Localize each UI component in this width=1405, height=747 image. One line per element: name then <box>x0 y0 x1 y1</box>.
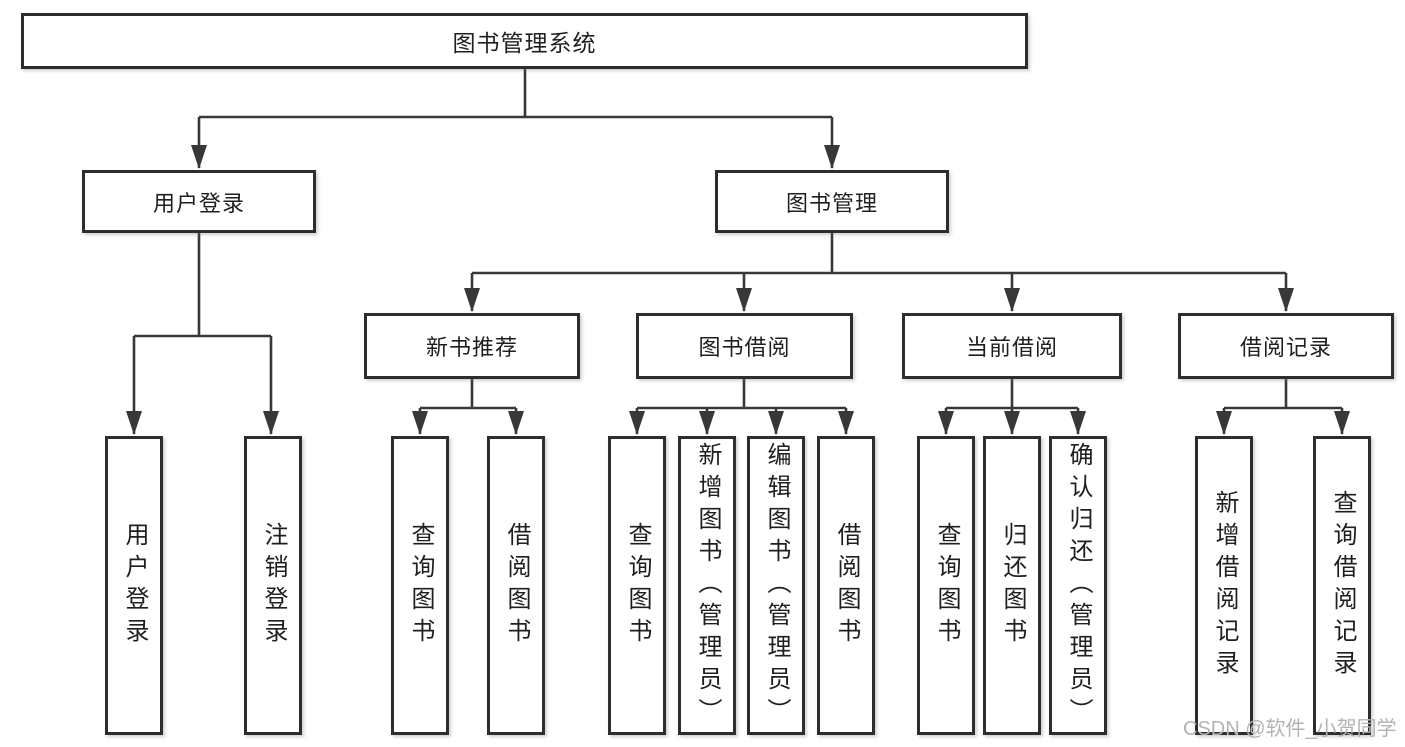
node-label: 新书推荐 <box>425 335 518 360</box>
leaf-borrow-books: 借阅图书 <box>817 436 875 735</box>
node-label: 图书借阅 <box>698 335 791 360</box>
leaf-add-books-admin: 新增图书（管理员） <box>678 436 736 735</box>
csdn-watermark: CSDN @软件_小贺同学 <box>1183 718 1397 740</box>
node-label: 新增图书（管理员） <box>694 441 721 730</box>
node-label: 借阅图书 <box>503 521 530 650</box>
node-label: 借阅记录 <box>1239 335 1332 360</box>
node-label: 确认归还（管理员） <box>1065 441 1092 730</box>
leaf-add-borrow-record: 新增借阅记录 <box>1195 436 1253 735</box>
leaf-query-books-borrow: 查询图书 <box>608 436 666 735</box>
node-label: 新增借阅记录 <box>1211 489 1238 682</box>
node-label: 用户登录 <box>121 521 148 650</box>
node-label: 用户登录 <box>152 190 245 216</box>
node-label: 查询图书 <box>407 521 434 650</box>
node-label: 借阅图书 <box>833 521 860 650</box>
node-label: 图书管理系统 <box>452 30 597 56</box>
node-label: 注销登录 <box>260 521 287 650</box>
leaf-confirm-return-admin: 确认归还（管理员） <box>1049 436 1107 735</box>
node-label: 查询图书 <box>933 521 960 650</box>
node-label: 查询借阅记录 <box>1329 489 1356 682</box>
leaf-return-books: 归还图书 <box>983 436 1041 735</box>
node-label: 图书管理 <box>785 190 878 216</box>
node-new-book-recommendation: 新书推荐 <box>364 313 580 379</box>
node-root-library-system: 图书管理系统 <box>21 13 1028 69</box>
node-label: 当前借阅 <box>965 335 1058 360</box>
leaf-logout: 注销登录 <box>244 436 302 735</box>
leaf-query-borrow-record: 查询借阅记录 <box>1313 436 1371 735</box>
node-label: 归还图书 <box>999 521 1026 650</box>
node-label: 编辑图书（管理员） <box>763 441 790 730</box>
node-book-borrowing: 图书借阅 <box>636 313 853 379</box>
leaf-query-books-recommend: 查询图书 <box>391 436 449 735</box>
node-book-management-module: 图书管理 <box>715 170 949 233</box>
node-label: 查询图书 <box>624 521 651 650</box>
leaf-edit-books-admin: 编辑图书（管理员） <box>747 436 805 735</box>
node-current-borrowing: 当前借阅 <box>902 313 1122 379</box>
node-borrowing-records: 借阅记录 <box>1178 313 1394 379</box>
leaf-query-books-current: 查询图书 <box>917 436 975 735</box>
leaf-borrow-books-recommend: 借阅图书 <box>487 436 545 735</box>
node-user-login-module: 用户登录 <box>82 170 316 233</box>
leaf-user-login: 用户登录 <box>105 436 163 735</box>
